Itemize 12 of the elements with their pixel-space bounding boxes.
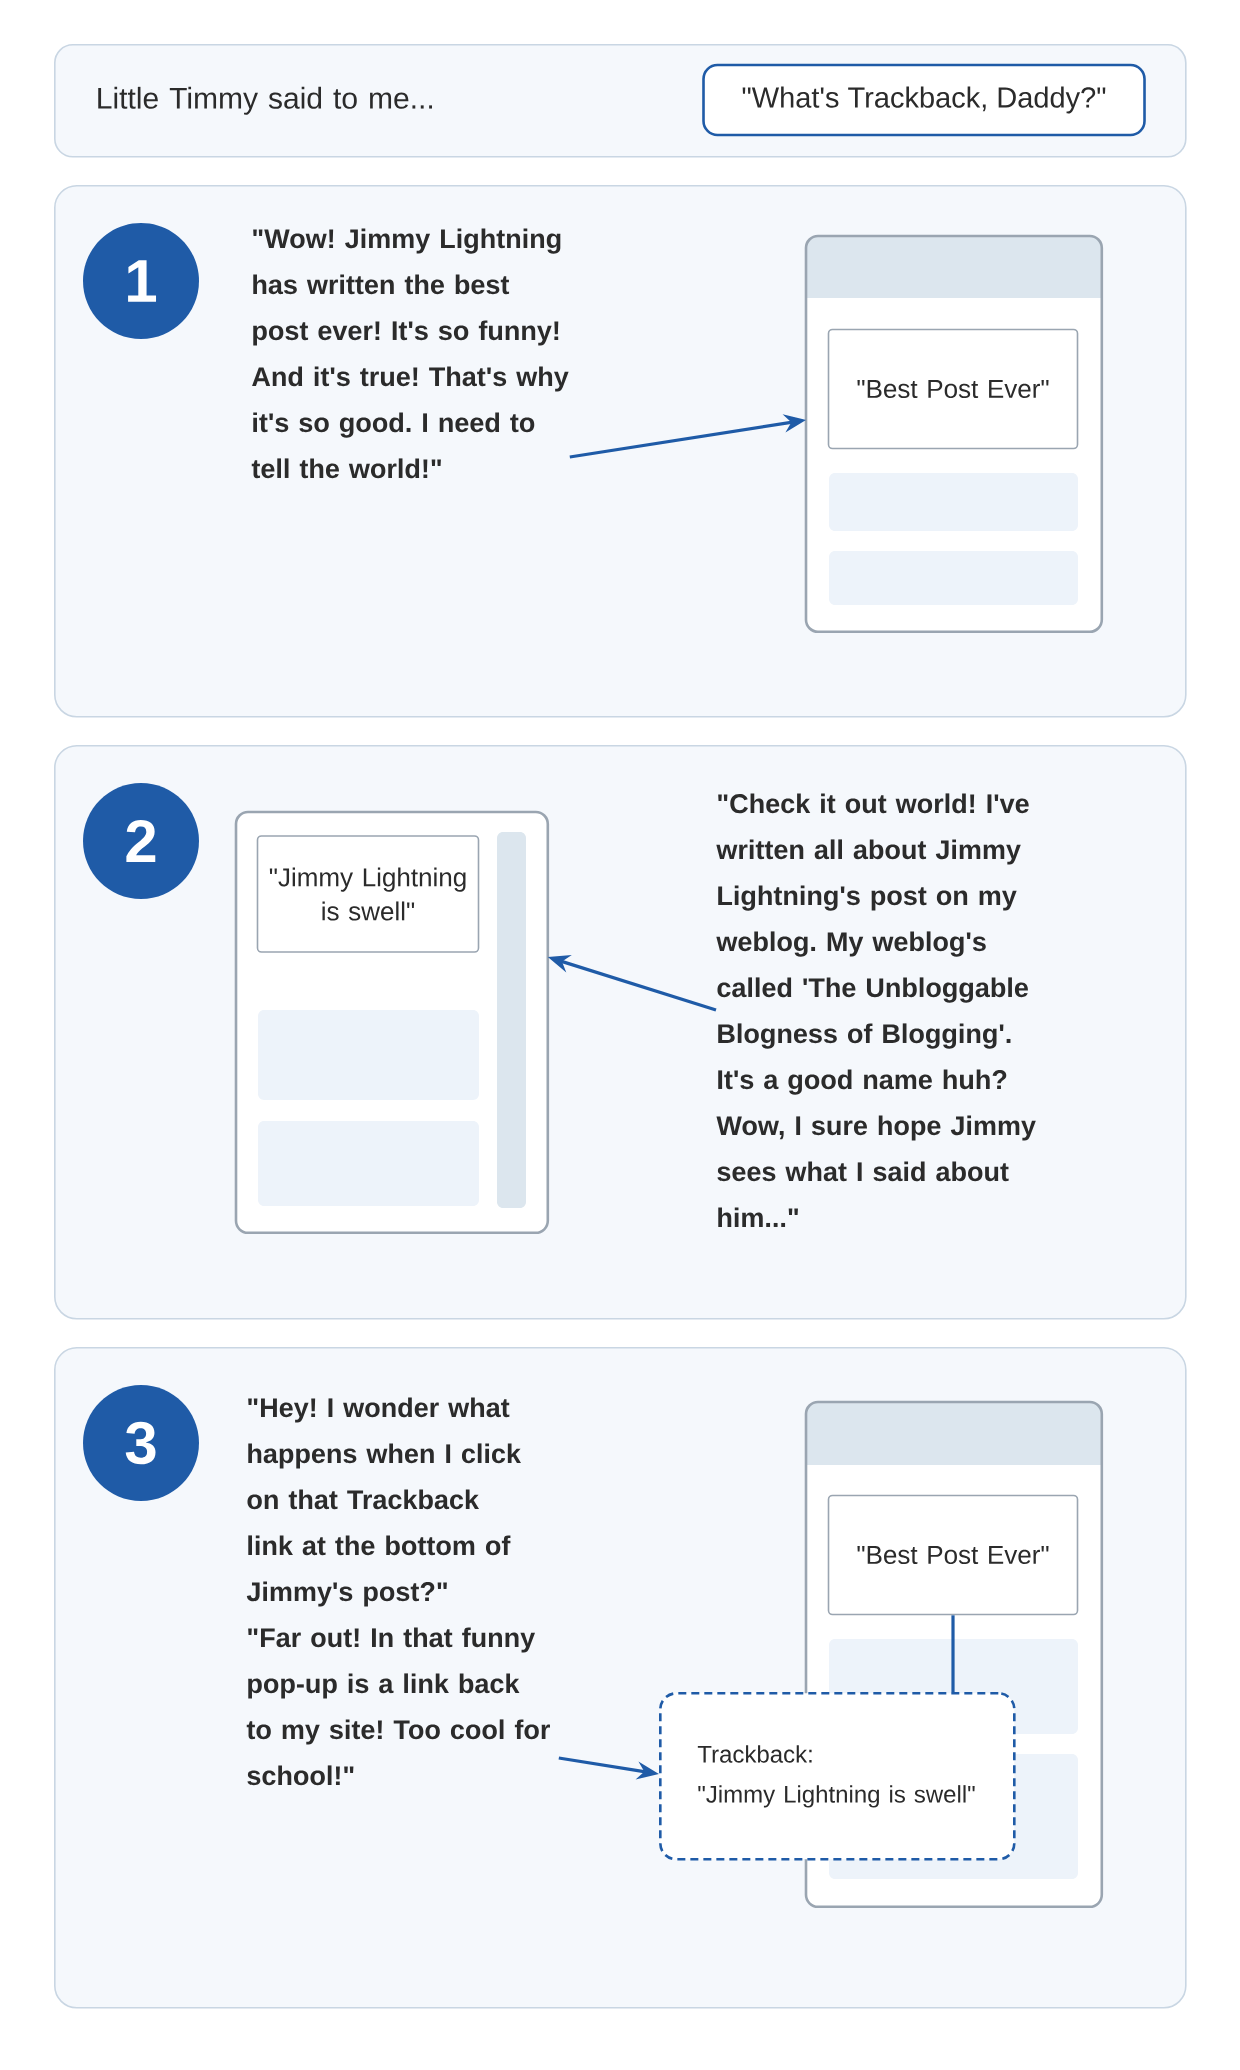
quote-box: "What's Trackback, Daddy?" bbox=[702, 63, 1146, 137]
post-box: "Best Post Ever" bbox=[827, 1494, 1079, 1616]
connector-line bbox=[951, 1615, 955, 1692]
step-number: 3 bbox=[83, 1385, 199, 1501]
speech-text: "Check it out world! I've written all about Jimmy Lightning's post on my weblog. My weblog's called 'The Unbloggable Blogness of Blogging'. It's a good name huh? Wow, I sure hope Jimmy sees what I said about him..." bbox=[716, 793, 1036, 1227]
speech-text: "Wow! Jimmy Lightning has written the best post ever! It's so funny! And it's true! That's why it's so good. I need to tell the world!" bbox=[251, 228, 569, 479]
popup-box: Trackback: "Jimmy Lightning is swell" bbox=[659, 1692, 1016, 1861]
speech-text: "Hey! I wonder what happens when I click on that Trackback link at the bottom of Jimmy's post?" "Far out! In that funny pop-up is a link back to my site! Too cool for school!" bbox=[246, 1397, 550, 1786]
step-number: 1 bbox=[83, 223, 199, 339]
step-number: 2 bbox=[83, 783, 199, 899]
post-box: "Best Post Ever" bbox=[827, 328, 1079, 450]
post-box: "Jimmy Lightning is swell" bbox=[256, 835, 480, 953]
